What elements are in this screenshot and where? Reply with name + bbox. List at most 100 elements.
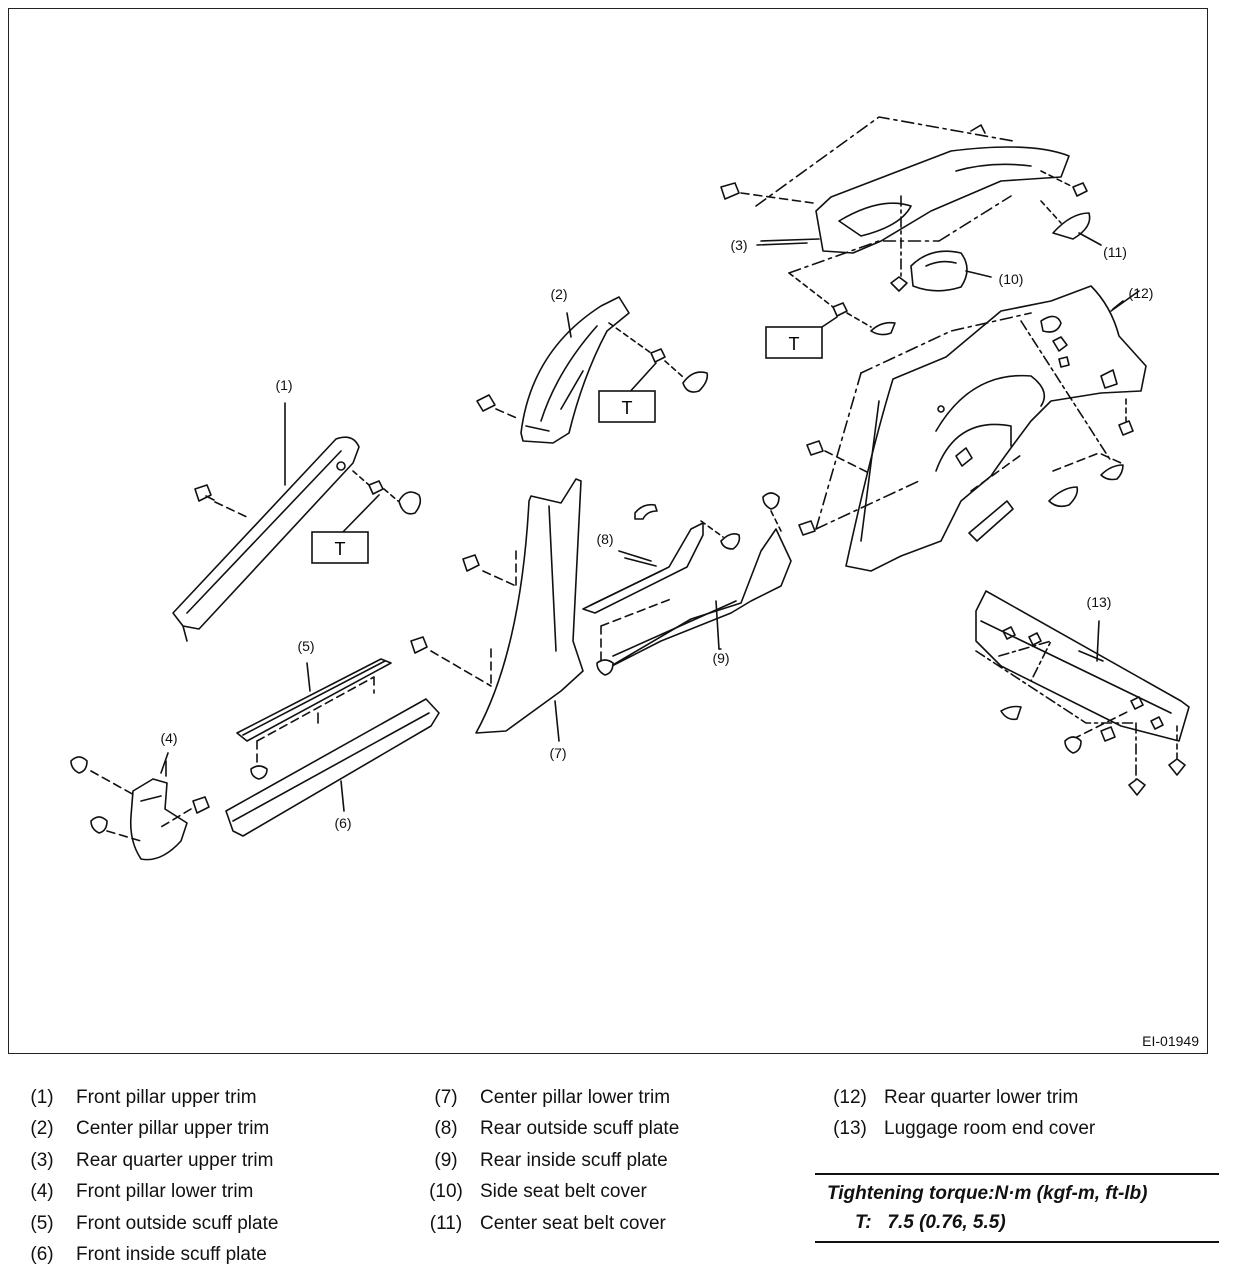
callout-label: (6) [334,815,351,831]
part-front-pillar-lower-trim [129,778,188,861]
legend-item: (13) Luggage room end cover [822,1114,1095,1146]
callout-label: (4) [160,730,177,746]
legend-number: (4) [30,1181,54,1203]
svg-text:T: T [335,539,346,559]
part-center-pillar-upper-trim [520,296,630,444]
torque-marker-box: T [311,531,369,564]
callout-label: (9) [712,650,729,666]
legend-number: (7) [434,1086,458,1108]
legend-item: (10) Side seat belt cover [418,1177,679,1209]
legend-item: (6) Front inside scuff plate [14,1240,278,1272]
legend-item: (8) Rear outside scuff plate [418,1114,679,1146]
legend-part-name: Luggage room end cover [884,1118,1096,1140]
part-front-pillar-upper-trim [172,436,360,642]
cap-icon [682,371,709,393]
legend-number: (9) [434,1149,458,1171]
legend-item: (7) Center pillar lower trim [418,1082,679,1114]
legend-column-3: (12) Rear quarter lower trim (13) Luggage … [822,1082,1095,1145]
legend-part-name: Front outside scuff plate [76,1212,279,1234]
torque-marker-box: T [598,390,656,423]
legend-item: (1) Front pillar upper trim [14,1082,278,1114]
part-rear-inside-scuff-plate [605,528,792,670]
legend-number: (6) [30,1244,54,1266]
clip-icon [70,756,210,834]
legend-part-name: Side seat belt cover [480,1181,647,1203]
screw-icon [788,272,896,336]
svg-text:T: T [789,334,800,354]
torque-value: 7.5 (0.76, 5.5) [887,1212,1006,1233]
legend-number: (1) [30,1086,54,1108]
cap-icon [596,533,741,676]
clip-icon [798,336,1134,536]
clip-icon [250,765,268,780]
part-rear-outside-scuff-plate [582,522,704,614]
legend-part-name: Rear inside scuff plate [480,1149,668,1171]
legend-part-name: Center seat belt cover [480,1212,666,1234]
legend-number: (5) [30,1212,54,1234]
callout-label: (2) [550,286,567,302]
legend-item: (9) Rear inside scuff plate [418,1145,679,1177]
callout-label: (7) [549,745,566,761]
callout-label: (3) [730,237,747,253]
legend-part-name: Rear quarter lower trim [884,1086,1079,1108]
legend-number: (10) [429,1181,463,1203]
callout-label: (8) [596,531,613,547]
legend-part-name: Front inside scuff plate [76,1244,267,1266]
callout-label: (10) [999,271,1024,287]
figure-id: EI-01949 [1142,1033,1199,1049]
cap-icon [1048,464,1124,508]
legend-item: (11) Center seat belt cover [418,1208,679,1240]
legend-item: (4) Front pillar lower trim [14,1177,278,1209]
screw-icon [608,322,666,363]
legend-part-name: Rear quarter upper trim [76,1149,274,1171]
clip-icon [720,182,740,200]
legend-number: (2) [30,1118,54,1140]
legend-number: (3) [30,1149,54,1171]
legend-column-2: (7) Center pillar lower trim (8) Rear outs… [418,1082,679,1240]
legend-part-name: Rear outside scuff plate [480,1118,680,1140]
screw-icon [352,470,384,495]
legend-number: (8) [434,1118,458,1140]
legend-part-name: Front pillar lower trim [76,1181,254,1203]
torque-label: T: [855,1212,872,1233]
callout-label: (5) [297,638,314,654]
clip-icon [762,492,780,510]
legend-item: (5) Front outside scuff plate [14,1208,278,1240]
svg-text:T: T [622,398,633,418]
hook-icon [968,500,1014,542]
part-front-outside-scuff-plate [236,658,392,742]
legend-part-name: Center pillar upper trim [76,1118,270,1140]
callout-label: (12) [1129,285,1154,301]
legend-item: (2) Center pillar upper trim [14,1114,278,1146]
part-center-pillar-lower-trim [475,478,584,734]
part-front-inside-scuff-plate [225,698,440,837]
exploded-parts-diagram: T T T (1) (2) (3) (4) (5) (6) (7) (8) (9… [70,116,1190,861]
legend-item: (3) Rear quarter upper trim [14,1145,278,1177]
cap-icon [1000,705,1116,754]
legend-part-name: Front pillar upper trim [76,1086,257,1108]
legend-item: (12) Rear quarter lower trim [822,1082,1095,1114]
torque-spec-box: Tightening torque:N·m (kgf-m, ft-lb) T: … [815,1173,1219,1243]
torque-marker-box: T [765,326,823,359]
legend-part-name: Center pillar lower trim [480,1086,671,1108]
legend-number: (11) [429,1212,463,1234]
diagram-frame: T T T (1) (2) (3) (4) (5) (6) (7) (8) (9… [8,8,1208,1054]
cap-icon [398,491,422,515]
legend-column-1: (1) Front pillar upper trim (2) Center pil… [14,1082,278,1271]
callout-label: (13) [1087,594,1112,610]
part-rear-quarter-lower-trim [845,285,1147,572]
part-center-seat-belt-cover [1052,212,1091,240]
part-luggage-room-end-cover [975,590,1190,742]
torque-value-row: T: 7.5 (0.76, 5.5) [855,1212,1006,1234]
clip-icon [476,394,496,412]
part-side-seat-belt-cover [910,250,968,292]
part-rear-quarter-upper-trim [815,124,1070,254]
clip-icon [194,484,215,502]
legend-number: (12) [833,1086,867,1108]
screw-icon [890,170,1088,292]
clip-icon [410,554,480,654]
legend-number: (13) [833,1118,867,1140]
hook-icon [634,503,658,520]
clip-icon [1128,758,1186,796]
callout-label: (1) [275,377,292,393]
